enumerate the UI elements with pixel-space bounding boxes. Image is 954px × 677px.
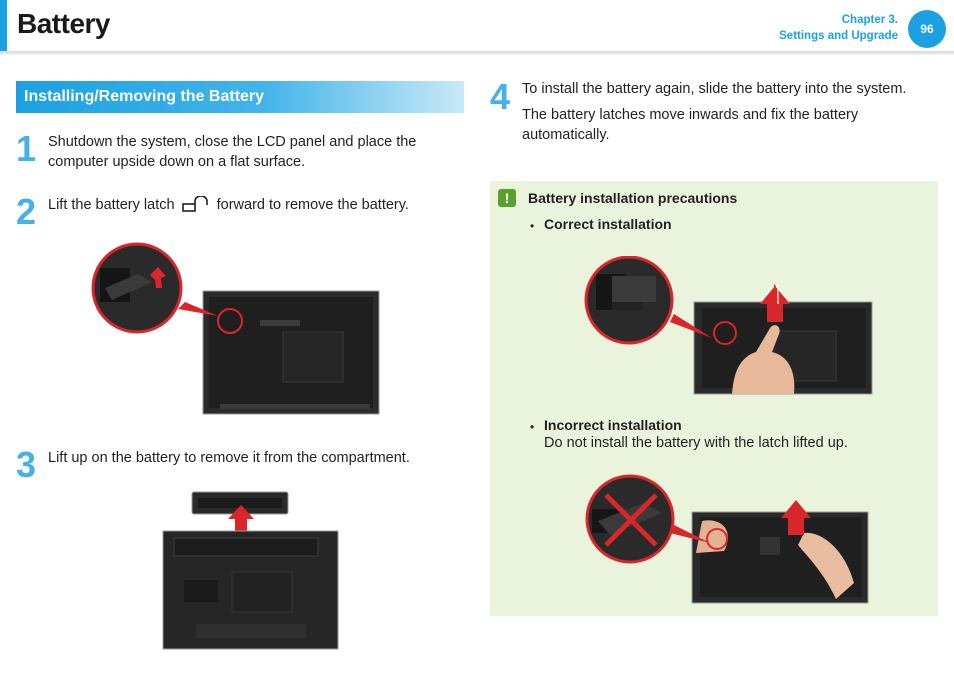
step-2-text-before: Lift the battery latch <box>48 197 175 213</box>
section-title: Installing/Removing the Battery <box>24 88 265 105</box>
incorrect-installation-illustration <box>585 474 869 604</box>
incorrect-installation-label: Incorrect installation <box>544 417 682 433</box>
step-2-text-after: forward to remove the battery. <box>216 197 409 213</box>
step-number-3: 3 <box>16 444 37 485</box>
step-3-text: Lift up on the battery to remove it from… <box>48 450 410 466</box>
exclamation-icon: ! <box>498 189 516 207</box>
callout-title: Battery installation precautions <box>528 190 738 206</box>
correct-installation-label: Correct installation <box>544 216 672 232</box>
chapter-label: Chapter 3. Settings and Upgrade <box>779 12 898 44</box>
step-number-1: 1 <box>16 128 37 169</box>
step-2-text: Lift the battery latch forward to remove… <box>48 195 409 215</box>
section-header: Installing/Removing the Battery <box>16 81 464 113</box>
step-number-4: 4 <box>490 76 511 117</box>
step-4-line-2: The battery latches move inwards and fix… <box>522 107 859 123</box>
step-4-line-1: To install the battery again, slide the … <box>522 81 907 97</box>
step-number-2: 2 <box>16 191 37 232</box>
incorrect-installation-desc: Do not install the battery with the latc… <box>544 435 848 451</box>
page-number-badge: 96 <box>908 10 946 48</box>
header-accent-bar <box>0 0 7 51</box>
chapter-number: Chapter 3. <box>841 14 898 26</box>
step-1-line-2: computer upside down on a flat surface. <box>48 154 306 170</box>
step-1-text: Shutdown the system, close the LCD panel… <box>48 132 416 172</box>
step-4-line-3: automatically. <box>522 127 610 143</box>
page-title: Battery <box>17 8 110 39</box>
step-1-line-1: Shutdown the system, close the LCD panel… <box>48 134 417 150</box>
correct-installation-illustration <box>584 256 873 395</box>
bullet-correct: • <box>530 219 535 233</box>
step-4-text: To install the battery again, slide the … <box>522 79 906 145</box>
step-3-illustration <box>162 491 339 650</box>
bullet-incorrect: • <box>530 420 535 434</box>
chapter-title: Settings and Upgrade <box>779 30 898 42</box>
step-2-illustration <box>91 242 380 415</box>
unlock-latch-icon <box>181 196 208 212</box>
header-divider <box>0 51 954 55</box>
